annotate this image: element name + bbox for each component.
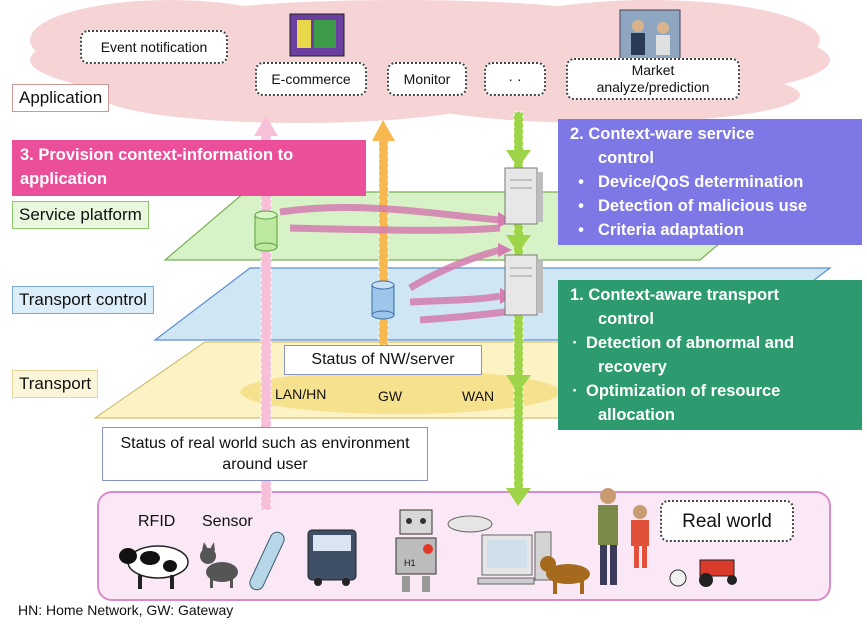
service-control-bullet: • Detection of malicious use (578, 197, 808, 215)
thermometer-icon (249, 531, 285, 591)
sensor-label: Sensor (202, 513, 253, 530)
computer-icon (447, 515, 552, 585)
service-control-bullet: • Criteria adaptation (578, 221, 744, 239)
person-icon (598, 488, 618, 585)
layer-label-transport: Transport (12, 370, 99, 398)
app-ecommerce: E-commerce (255, 62, 367, 96)
server-icon (504, 254, 543, 316)
segment-lan-hn: LAN/HN (275, 386, 327, 402)
transport-control-title: 1. Context-aware transport (570, 286, 780, 304)
layer-label-transport-control: Transport control (12, 286, 154, 314)
segment-gw: GW (378, 388, 403, 404)
cat-icon (200, 542, 238, 588)
ecommerce-icon (289, 13, 345, 57)
database-icon (254, 210, 278, 252)
cow-icon (119, 545, 189, 589)
dog-icon (540, 556, 590, 594)
service-control-bullet: • Device/QoS determination (578, 173, 804, 191)
market-icon (619, 9, 681, 61)
service-control-panel: 2. Context-ware service control • Device… (558, 119, 862, 245)
ball-icon (669, 569, 687, 587)
layer-label-service-platform: Service platform (12, 201, 149, 229)
service-control-title: 2. Context-ware service (570, 125, 755, 143)
robot-icon (395, 509, 437, 592)
rfid-label: RFID (138, 513, 176, 530)
robot-tag: H1 (404, 558, 416, 568)
app-ellipsis: · · (484, 62, 546, 96)
context-flow-arrows (279, 203, 506, 324)
child-icon (631, 505, 649, 568)
transport-control-panel: 1. Context-aware transport control · Det… (558, 280, 862, 430)
provision-panel: 3. Provision context-information to appl… (12, 140, 366, 196)
transport-ellipse (240, 370, 560, 414)
footnote: HN: Home Network, GW: Gateway (18, 602, 234, 618)
app-monitor: Monitor (387, 62, 467, 96)
segment-wan: WAN (462, 388, 495, 404)
pink-up-arrow (254, 116, 278, 511)
tractor-icon (699, 559, 737, 587)
provision-line-2: application (20, 170, 108, 188)
server-icon (504, 167, 543, 225)
provision-line-1: 3. Provision context-information to (20, 146, 294, 164)
status-nw-server-box: Status of NW/server (284, 345, 482, 375)
transport-control-bullet: · Optimization of resource (572, 382, 781, 400)
train-icon (307, 529, 357, 586)
app-market-analyze: Market analyze/prediction (566, 58, 740, 100)
layer-label-application: Application (12, 84, 110, 112)
status-real-world-box: Status of real world such as environment… (102, 427, 428, 481)
real-world-title: Real world (660, 500, 794, 542)
transport-control-bullet: · Detection of abnormal and (572, 334, 795, 352)
app-event-notification: Event notification (80, 30, 228, 64)
real-world-container (97, 491, 831, 601)
database-icon (371, 280, 395, 320)
